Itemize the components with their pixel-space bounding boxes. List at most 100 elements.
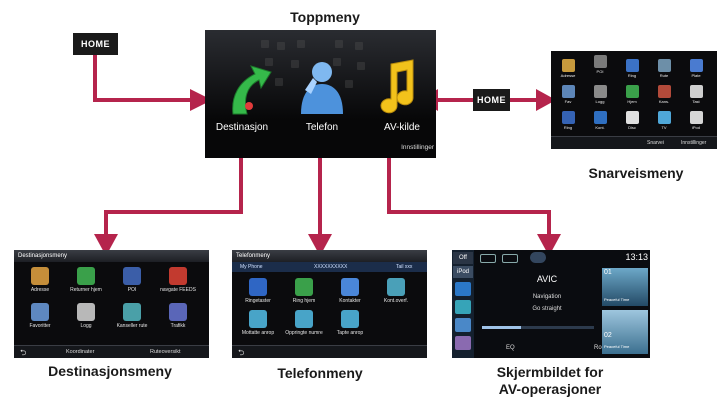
progress-bar[interactable] [482, 326, 594, 329]
shortcut-item[interactable]: Disc [617, 111, 647, 130]
shortcut-item[interactable]: Rute [649, 59, 679, 78]
home-button[interactable]: HOME [73, 33, 118, 55]
track-info-line1: Navigation [532, 294, 562, 300]
destination-item[interactable]: Returner hjem [66, 267, 106, 293]
shortcut-item[interactable]: TV [649, 111, 679, 130]
av-operation-screen: Off iPod 13:13 AVIC Navigation Go straig… [452, 250, 650, 358]
phone-menu-screen: Telefonmeny My Phone XXXXXXXXXX Tail xxx… [232, 250, 427, 358]
dial-icon [689, 85, 703, 98]
destination-item[interactable]: navgate FEEDS [158, 267, 198, 293]
phone-item-label: Ringetaster [245, 298, 271, 304]
home-button-right[interactable]: HOME [473, 89, 510, 111]
repeat-icon[interactable] [480, 254, 496, 263]
caption-destination-menu: Destinasjonsmeny [48, 363, 172, 379]
shortcut-item[interactable]: Ring [553, 111, 583, 130]
destination-item-label: Kanseller rute [116, 323, 148, 329]
contacts-icon [341, 278, 359, 296]
shortcut-footer-right[interactable]: Innstillinger [681, 140, 707, 146]
phone-menu-header: Telefonmeny [232, 250, 427, 262]
shortcut-item[interactable]: Fav [553, 85, 583, 104]
cancel-route-icon [657, 85, 671, 98]
destination-item[interactable]: Trafikk [158, 303, 198, 329]
traffic-icon [169, 303, 187, 321]
source-icon[interactable] [455, 318, 471, 332]
shortcut-item[interactable]: POI [585, 55, 615, 74]
rock-button[interactable]: Rock [594, 345, 608, 351]
source-strip: Off iPod [452, 250, 474, 358]
shortcut-item[interactable]: Kans. [649, 85, 679, 104]
destination-item[interactable]: Adresse [20, 267, 60, 293]
received-calls-icon [249, 310, 267, 328]
source-ipod-button[interactable]: iPod [453, 266, 473, 278]
arrowhead-shortcut [536, 89, 556, 111]
source-icon[interactable] [455, 336, 471, 350]
off-button[interactable]: Off [453, 252, 473, 264]
coordinates-button[interactable]: Koordinater [66, 349, 95, 355]
destination-item-label: Logg [80, 323, 92, 329]
music-note-icon[interactable] [373, 58, 417, 116]
home-icon [625, 85, 639, 98]
caption-top-menu: Toppmeny [290, 9, 360, 25]
shortcut-item[interactable]: Tast [681, 85, 711, 104]
shortcut-footer-left[interactable]: Snarvei [647, 140, 664, 146]
destination-menu-screen: Destinasjonsmeny Adresse Returner hjem P… [14, 250, 209, 358]
background-icon-grid [261, 40, 365, 88]
shortcut-item[interactable]: iPod [681, 111, 711, 130]
top-menu-item-telefon[interactable]: Telefon [305, 122, 339, 133]
back-icon[interactable]: ⮌ [238, 348, 245, 357]
eq-button[interactable]: EQ [506, 345, 515, 351]
back-icon[interactable]: ⮌ [20, 348, 27, 357]
clock: 13:13 [625, 252, 648, 262]
phone-item[interactable]: Kontakter [330, 278, 370, 304]
bluetooth-icon[interactable] [455, 282, 471, 296]
album-bottom-label: Peaceful Time [604, 344, 630, 349]
menu-icon[interactable] [530, 252, 546, 263]
destination-item[interactable]: Kanseller rute [112, 303, 152, 329]
phone-item-label: Mottatte anrop [241, 330, 275, 336]
phone-item[interactable]: Oppringte numre [284, 310, 324, 336]
dialpad-icon [249, 278, 267, 296]
address-icon [31, 267, 49, 285]
route-overview-button[interactable]: Ruteoversikt [150, 349, 181, 355]
top-menu-item-av-kilde[interactable]: AV-kilde [384, 122, 420, 133]
log-icon [593, 85, 607, 98]
shortcut-item[interactable]: Logg [585, 85, 615, 104]
shuffle-icon[interactable] [502, 254, 518, 263]
album-art-bottom[interactable]: 02 Peaceful Time [602, 310, 648, 354]
settings-button[interactable]: Innstillinger [401, 144, 434, 151]
phone-item[interactable]: Mottatte anrop [238, 310, 278, 336]
destination-item[interactable]: POI [112, 267, 152, 293]
shortcut-item[interactable]: Hjem [617, 85, 647, 104]
phone-item-label: Ring hjem [292, 298, 316, 304]
phone-item[interactable]: Kont.overf. [376, 278, 416, 304]
phone-number: XXXXXXXXXX [314, 264, 348, 270]
av-bottom-bar: EQ Rock [476, 342, 648, 356]
navigation-arrow-icon[interactable] [225, 58, 275, 116]
shortcut-item[interactable]: Kont. [585, 111, 615, 130]
return-home-icon [77, 267, 95, 285]
shortcut-item[interactable]: Plate [681, 59, 711, 78]
album-art-top[interactable]: 01 Peaceful Time [602, 268, 648, 306]
phone-item[interactable]: Ringetaster [238, 278, 278, 304]
shortcut-item[interactable]: Adresse [553, 59, 583, 78]
cancel-route-icon [123, 303, 141, 321]
destination-item[interactable]: Logg [66, 303, 106, 329]
destination-item[interactable]: Favoritter [20, 303, 60, 329]
progress-fill [482, 326, 522, 329]
call-home-icon [295, 278, 313, 296]
ring-icon [561, 111, 575, 124]
phone-item[interactable]: Tapte anrop [330, 310, 370, 336]
missed-calls-icon [341, 310, 359, 328]
shortcut-item[interactable]: Ring [617, 59, 647, 78]
destination-item-label: POI [127, 287, 137, 293]
poi-icon [123, 267, 141, 285]
person-phone-icon[interactable] [297, 56, 347, 116]
favorites-icon [561, 85, 575, 98]
caption-phone-menu: Telefonmeny [277, 365, 363, 381]
source-icon[interactable] [455, 300, 471, 314]
feeds-icon [169, 267, 187, 285]
caption-shortcut-menu: Snarveismeny [588, 165, 684, 181]
phone-item[interactable]: Ring hjem [284, 278, 324, 304]
top-menu-item-destinasjon[interactable]: Destinasjon [215, 122, 269, 133]
log-icon [77, 303, 95, 321]
